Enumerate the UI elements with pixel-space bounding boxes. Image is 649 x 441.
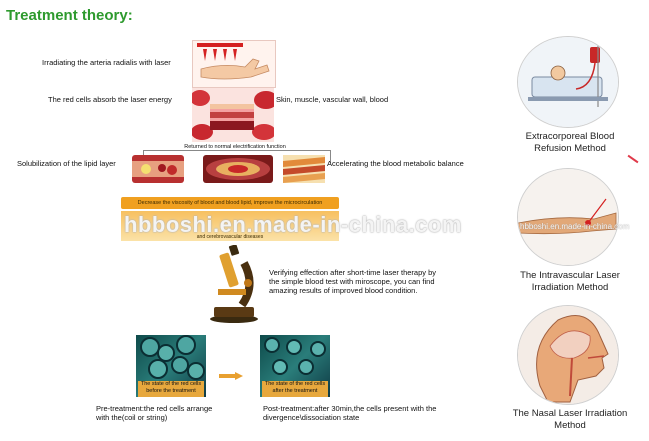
red-cells-dispersed-icon [264,337,326,375]
extracorporeal-image [517,36,619,128]
intravascular-image [517,168,619,266]
post-treatment-text: Post-treatment:after 30min,the cells pre… [263,404,437,422]
nasal-image [517,305,619,405]
lipid-image-2 [203,155,273,183]
vessel-section-icon [206,158,270,180]
microscope-icon [210,244,258,323]
red-cells-clumped-icon [140,335,205,380]
before-caption: The state of the red cells before the tr… [138,381,204,397]
patient-bed-icon [518,37,618,127]
method-intravascular-label: The Intravascular Laser Irradiation Meth… [520,270,620,293]
head-anatomy-icon [518,306,618,404]
right-arrow-icon [219,372,243,380]
step-absorb-label: The red cells absorb the laser energy [48,95,172,104]
method-extracorporeal-label: Extracorporeal Blood Refusion Method [525,131,615,154]
laser-arm-image [192,40,276,88]
lipid-vessel-icon [132,161,184,177]
arrow-icon [219,367,243,385]
decrease-label: Decrease the viscosity of blood and bloo… [137,200,323,206]
step-solubilization-label: Solubilization of the lipid layer [17,159,116,168]
step-tissue-label: Skin, muscle, vascular wall, blood [276,95,389,104]
pre-treatment-text: Pre-treatment:the red cells arrange with… [96,404,213,422]
cerebrovascular-label: and cerebrovascular diseases [196,234,264,240]
muscle-fibre-icon [283,157,325,183]
step-irradiating-label: Irradiating the arteria radialis with la… [42,58,171,67]
laser-arm-icon [197,43,270,80]
watermark-small-text: hbboshi.en.made-in-china.com [520,222,630,231]
page-title: Treatment theory: [6,7,133,24]
red-cells-icon [190,88,278,142]
decrease-bar: Decrease the viscosity of blood and bloo… [121,197,339,209]
lipid-image-1 [132,155,184,183]
arm-laser-icon [518,169,618,265]
watermark-text: hbboshi.en.made-in-china.com [124,212,462,237]
returned-label: Returned to normal electrification funct… [160,144,310,150]
after-caption: The state of the red cells after the tre… [262,381,328,397]
method-nasal-label: The Nasal Laser Irradiation Method [512,408,628,431]
verifying-label: Verifying effection after short-time las… [269,268,437,295]
result-band [121,211,339,241]
microscope-image [204,244,262,323]
step-accelerating-label: Accelerating the blood metabolic balance [327,159,464,168]
red-mark [627,154,639,164]
lipid-image-3 [283,155,325,183]
red-cells-image [190,88,278,142]
